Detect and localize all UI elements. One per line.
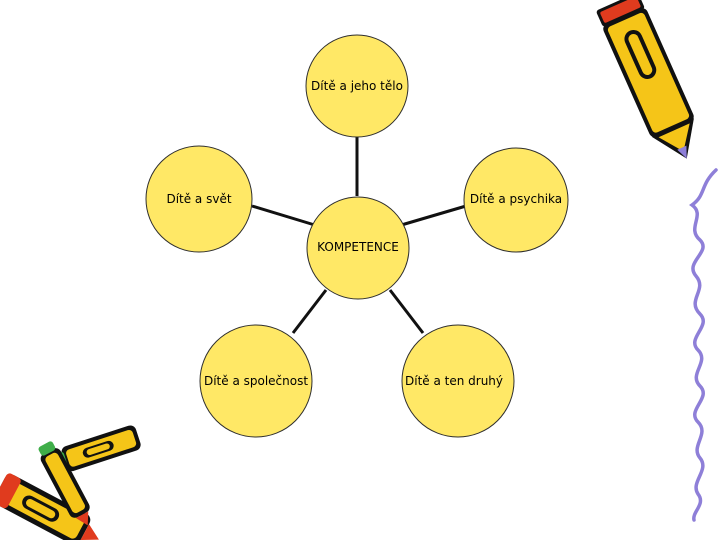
connector-bottom-right [390,290,423,333]
pencil-icon [595,0,709,168]
connector-right [398,206,466,226]
node-label-right: Dítě a psychika [470,192,562,206]
node-label-top: Dítě a jeho tělo [311,79,403,93]
node-label-bottom-right: Dítě a ten druhý [405,374,503,388]
node-label-left: Dítě a svět [166,192,231,206]
connector-left [252,206,318,226]
node-label-bottom-left: Dítě a společnost [204,374,308,388]
connector-bottom-left [293,290,326,333]
crayons-icon [0,424,142,540]
center-label-kompetence: KOMPETENCE [317,240,399,254]
squiggle-line [692,170,716,520]
